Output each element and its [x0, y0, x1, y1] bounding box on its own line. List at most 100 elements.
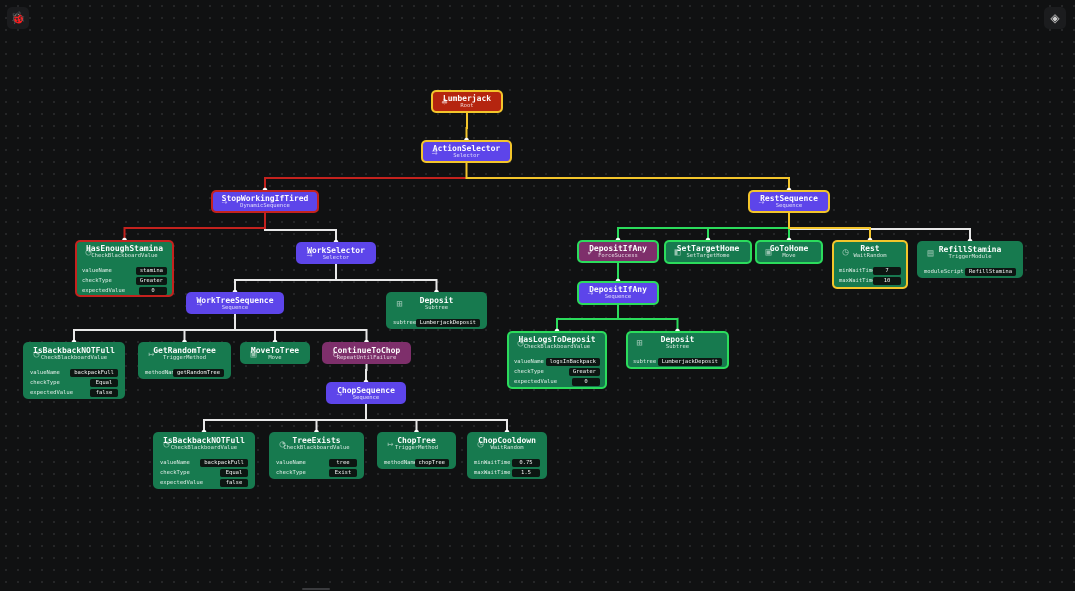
property-name: methodName	[145, 370, 179, 376]
node-type: ForceSuccess	[598, 253, 638, 259]
property-value[interactable]: Exist	[329, 469, 357, 477]
node-type: Sequence	[604, 294, 632, 300]
property-value[interactable]: 7	[873, 267, 901, 275]
node-title: Lumberjack	[442, 94, 492, 103]
edge-workselector-worktreesequence	[234, 264, 337, 292]
recenter-button[interactable]: ◈	[1044, 7, 1066, 29]
edge-restsequence-settargethome	[707, 213, 790, 240]
node-type: CheckBlackboardValue	[523, 344, 591, 350]
property-value[interactable]: backpackFull	[70, 369, 118, 377]
property-value[interactable]: Greater	[135, 277, 167, 285]
property-value[interactable]: backpackFull	[200, 459, 248, 467]
property-name: expectedValue	[514, 379, 558, 385]
property-value[interactable]: tree	[329, 459, 357, 467]
force-icon: ✔	[587, 247, 594, 258]
property-value[interactable]: 0	[139, 287, 167, 295]
property-value[interactable]: RefillStamina	[964, 268, 1016, 276]
selector-icon: ⇉	[306, 249, 313, 260]
node-title: GoToHome	[769, 244, 809, 253]
node-title: MoveToTree	[250, 346, 300, 355]
node-type: TriggerMethod	[394, 445, 439, 451]
property-value[interactable]: 10	[873, 277, 901, 285]
property-value[interactable]: Greater	[568, 368, 600, 376]
tree-icon: ♣	[441, 97, 448, 108]
repeat-icon: ↻	[332, 349, 339, 360]
property-value[interactable]: 0	[572, 378, 600, 386]
node-title: Deposit	[419, 296, 454, 305]
node-title: Rest	[860, 244, 880, 253]
property-value[interactable]: false	[220, 479, 248, 487]
property-value[interactable]: stamina	[135, 267, 167, 275]
debug-button[interactable]: 🐞	[7, 7, 29, 29]
property-value[interactable]: logsInBackpack	[545, 358, 600, 366]
node-title: RefillStamina	[938, 245, 1002, 254]
property-value[interactable]: getRandomTree	[172, 369, 224, 377]
horizontal-scrollbar[interactable]	[302, 588, 330, 590]
node-title: ActionSelector	[432, 144, 501, 153]
node-title: IsBackbackNOTFull	[163, 436, 245, 445]
property-value[interactable]: 0.75	[512, 459, 540, 467]
subtree-icon: ⊞	[396, 299, 403, 310]
node-type: WaitRandom	[490, 445, 524, 451]
property-value[interactable]: LumberjackDeposit	[657, 358, 722, 366]
property-value[interactable]: false	[90, 389, 118, 397]
property-value[interactable]: 1.5	[512, 469, 540, 477]
property-value[interactable]: chopTree	[414, 459, 449, 467]
property-value[interactable]: Equal	[90, 379, 118, 387]
node-title: ContinueToChop	[332, 346, 401, 355]
sequence-icon: ⇢	[221, 197, 228, 208]
node-type: Root	[460, 103, 474, 109]
property-value[interactable]: Equal	[220, 469, 248, 477]
property-name: expectedValue	[30, 390, 74, 396]
property-name: valueName	[276, 460, 306, 466]
property-value[interactable]: LumberjackDeposit	[415, 319, 480, 327]
property-name: maxWaitTime	[474, 470, 511, 476]
node-title: HasEnoughStamina	[85, 244, 164, 253]
check-icon: ◔	[33, 349, 40, 360]
